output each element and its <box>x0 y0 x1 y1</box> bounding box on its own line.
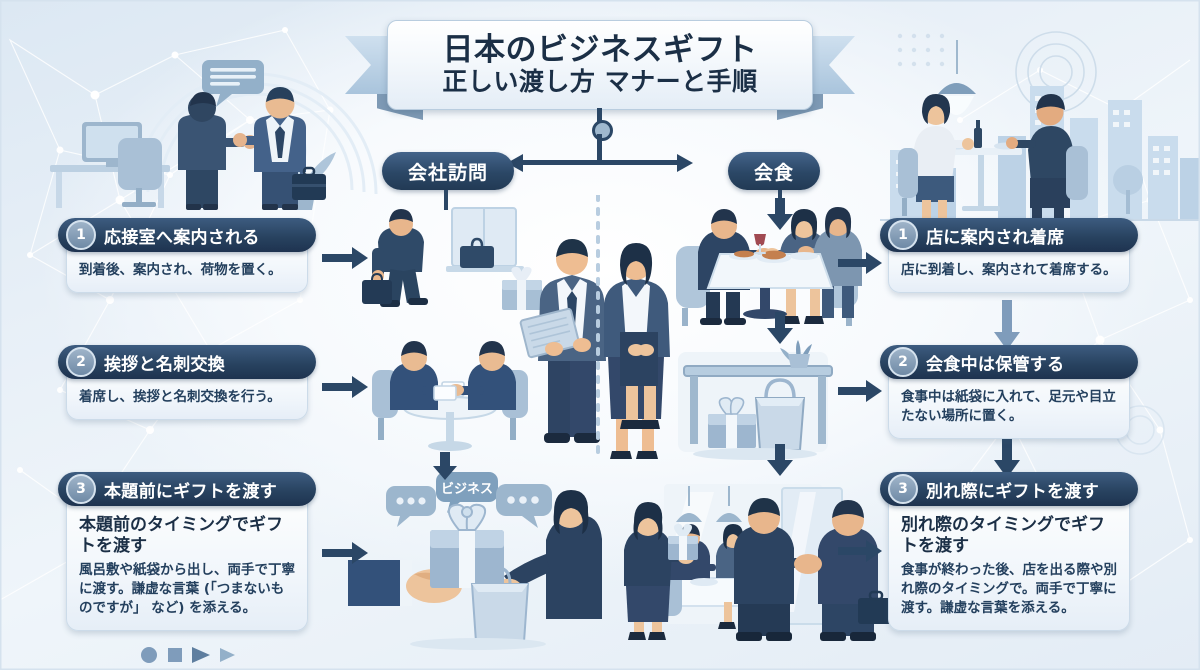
left-step-1-number: 1 <box>66 220 96 250</box>
right-step-1-text: 店に到着し、案内されて着席する。 <box>901 262 1117 278</box>
right-step-2-text: 食事中は紙袋に入れて、足元や目立たない場所に置く。 <box>901 389 1116 425</box>
left-step-3-number: 3 <box>66 474 96 504</box>
left-step-card-2[interactable]: 2 挨拶と名刺交換 着席し、挨拶と名刺交換を行う。 <box>58 345 316 421</box>
illustration-top-left-handshake <box>0 30 360 210</box>
title-line-1: 日本のビジネスギフト <box>442 32 758 69</box>
arrow-left-step-1-right <box>322 247 368 269</box>
left-step-2-header: 2 挨拶と名刺交換 <box>58 345 316 379</box>
arrow-center-down-dining-3 <box>767 444 793 476</box>
illustration-left-card-exchange <box>358 330 538 460</box>
left-step-2-number: 2 <box>66 347 96 377</box>
arrow-to-right-branch <box>677 154 693 172</box>
left-step-3-heading: 本題前にギフトを渡す <box>104 481 277 502</box>
arrow-right-step-2-in <box>838 380 882 402</box>
connector-horizontal-main <box>520 160 680 165</box>
arrow-right-step-3-in <box>838 540 882 562</box>
right-step-1-number: 1 <box>888 220 918 250</box>
branch-label-right[interactable]: 会食 <box>728 152 821 190</box>
branch-label-left[interactable]: 会社訪問 <box>382 152 515 190</box>
left-step-3-subtitle: 本題前のタイミングでギフトを渡す <box>79 515 283 557</box>
left-step-3-header: 3 本題前にギフトを渡す <box>58 472 316 506</box>
right-step-3-body: 別れ際のタイミングでギフトを渡す 食事が終わった後、店を出る際や別れ際のタイミン… <box>888 492 1130 631</box>
arrow-left-step-3-right <box>322 542 368 564</box>
right-step-1-header: 1 店に案内され着席 <box>880 218 1138 252</box>
left-step-3-body: 本題前のタイミングでギフトを渡す 風呂敷や紙袋から出し、両手で丁寧に渡す。謙虚な… <box>66 492 308 631</box>
arrow-left-step-2-right <box>322 376 368 398</box>
right-step-2-number: 2 <box>888 347 918 377</box>
left-step-1-heading: 応接室へ案内される <box>104 227 260 248</box>
svg-text:ビジネス: ビジネス <box>441 481 493 497</box>
arrow-center-down-visit <box>433 452 457 480</box>
right-step-card-3[interactable]: 3 別れ際にギフトを渡す 別れ際のタイミングでギフトを渡す 食事が終わった後、店… <box>880 472 1138 631</box>
deco-shape-row <box>141 647 235 663</box>
right-step-card-2[interactable]: 2 会食中は保管する 食事中は紙袋に入れて、足元や目立たない場所に置く。 <box>880 345 1138 440</box>
arrow-center-down-dining-1 <box>767 198 793 230</box>
right-step-3-header: 3 別れ際にギフトを渡す <box>880 472 1138 506</box>
title-plate: 日本のビジネスギフト 正しい渡し方 マナーと手順 <box>387 20 813 110</box>
right-step-1-heading: 店に案内され着席 <box>926 227 1065 248</box>
right-step-3-text: 食事が終わった後、店を出る際や別れ際のタイミングで。両手で丁寧に渡す。謙虚な言葉… <box>901 561 1117 616</box>
right-step-card-1[interactable]: 1 店に案内され着席 店に到着し、案内されて着席する。 <box>880 218 1138 294</box>
title-line-2: 正しい渡し方 マナーと手順 <box>442 67 758 97</box>
left-step-card-3[interactable]: 3 本題前にギフトを渡す 本題前のタイミングでギフトを渡す 風呂敷や紙袋から出し… <box>58 472 316 631</box>
illustration-gift-handover: ビジネス <box>348 468 610 650</box>
left-step-1-text: 到着後、案内され、荷物を置く。 <box>79 262 282 278</box>
connector-node <box>592 120 613 141</box>
title-ribbon: 日本のビジネスギフト 正しい渡し方 マナーと手順 <box>345 8 855 120</box>
right-step-3-number: 3 <box>888 474 918 504</box>
arrow-center-down-dining-2 <box>767 312 793 344</box>
left-step-2-text: 着席し、挨拶と名刺交換を行う。 <box>79 389 281 405</box>
center-dotted-divider <box>596 195 600 455</box>
arrow-right-step-1-in <box>838 252 882 274</box>
right-step-2-heading: 会食中は保管する <box>926 354 1065 375</box>
connector-vertical-main <box>597 134 602 162</box>
right-step-2-header: 2 会食中は保管する <box>880 345 1138 379</box>
illustration-top-right-restaurant <box>880 40 1200 224</box>
left-step-2-heading: 挨拶と名刺交換 <box>104 354 226 375</box>
right-step-3-subtitle: 別れ際のタイミングでギフトを渡す <box>901 515 1105 557</box>
left-step-3-text: 風呂敷や紙袋から出し、両手で丁寧に渡す。謙虚な言葉 (「つまないものですが」 な… <box>79 561 295 616</box>
left-step-card-1[interactable]: 1 応接室へ案内される 到着後、案内され、荷物を置く。 <box>58 218 316 294</box>
right-step-3-heading: 別れ際にギフトを渡す <box>926 481 1099 502</box>
left-step-1-header: 1 応接室へ案内される <box>58 218 316 252</box>
